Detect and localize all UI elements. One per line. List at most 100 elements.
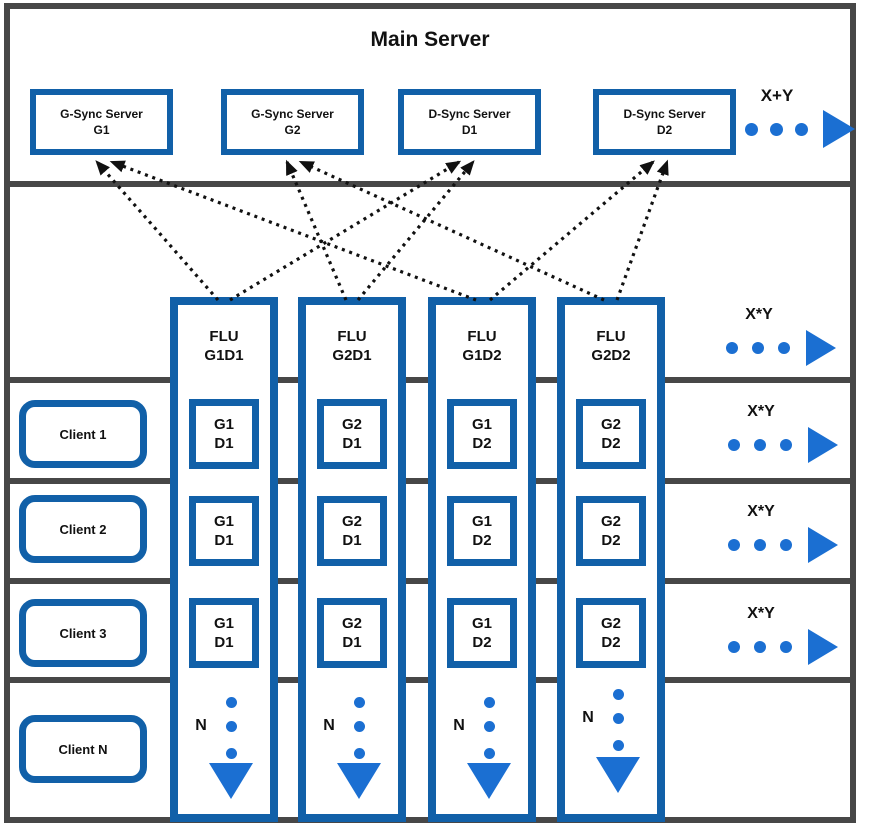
ellipsis-dot-icon: [728, 439, 740, 451]
cell-line1: G1: [213, 416, 234, 433]
cell-line2: D2: [472, 532, 492, 549]
flu-cell: G1 D1: [189, 598, 259, 668]
flu-cell: G1 D1: [189, 399, 259, 469]
more-servers-indicator: X+Y: [745, 86, 855, 148]
more-row1-indicator: X*Y: [728, 403, 838, 463]
flu-cell: G1 D2: [447, 598, 517, 668]
client-label: Client 2: [59, 521, 107, 537]
cell-line2: D1: [214, 435, 234, 452]
server-box-g2: G-Sync Server G2: [221, 89, 364, 155]
more-row2-indicator: X*Y: [728, 503, 838, 563]
ellipsis-dot-icon: [484, 697, 495, 708]
cell-line2: D2: [472, 634, 492, 651]
flu-cell: G2 D2: [576, 399, 646, 469]
n-more-label: N: [453, 717, 465, 734]
more-flu-label: X*Y: [745, 306, 773, 323]
main-server-title: Main Server: [370, 28, 490, 51]
flu-cell: G2 D2: [576, 598, 646, 668]
ellipsis-dot-icon: [613, 689, 624, 700]
flu-column-g1d1: FLU G1D1 G1 D1 G1 D1 G1 D1 N: [170, 297, 278, 822]
arrow-right-icon: [808, 527, 838, 563]
flu-title-line1: FLU: [209, 328, 239, 345]
more-row1-label: X*Y: [747, 403, 775, 420]
flu-title-line2: G2D1: [332, 347, 372, 364]
cell-line2: D2: [601, 634, 621, 651]
more-row2-label: X*Y: [747, 503, 775, 520]
ellipsis-dot-icon: [728, 641, 740, 653]
flu-column-title: FLU G2D2: [565, 327, 657, 365]
cell-line2: D1: [342, 532, 362, 549]
flu-title-line1: FLU: [337, 328, 367, 345]
ellipsis-arrow-right: [728, 527, 838, 563]
cell-line2: D1: [342, 435, 362, 452]
ellipsis-dot-icon: [728, 539, 740, 551]
ellipsis-dot-icon: [226, 721, 237, 732]
band-separator: [4, 181, 856, 187]
cell-line1: G1: [471, 416, 492, 433]
arrow-down-icon: [467, 763, 511, 799]
flu-column-title: FLU G1D2: [436, 327, 528, 365]
ellipsis-dot-icon: [354, 721, 365, 732]
more-servers-label: X+Y: [760, 86, 794, 105]
more-row3-label: X*Y: [747, 605, 775, 622]
cell-line1: G2: [341, 615, 362, 632]
flu-title-line2: G1D2: [462, 347, 502, 364]
cell-line2: D1: [214, 532, 234, 549]
n-more-label: N: [582, 709, 594, 726]
flu-cell: G2 D1: [317, 399, 387, 469]
ellipsis-dot-icon: [726, 342, 738, 354]
flu-title-line1: FLU: [467, 328, 497, 345]
ellipsis-dot-icon: [752, 342, 764, 354]
ellipsis-dot-icon: [754, 439, 766, 451]
cell-line1: G1: [213, 615, 234, 632]
server-id: G2: [284, 123, 301, 137]
cell-line1: G1: [471, 513, 492, 530]
n-more-label: N: [195, 717, 207, 734]
server-id: G1: [93, 123, 110, 137]
arrow-right-icon: [808, 629, 838, 665]
client-label: Client 1: [59, 426, 107, 442]
flu-cell: G2 D1: [317, 598, 387, 668]
flu-column-title: FLU G1D1: [178, 327, 270, 365]
ellipsis-dot-icon: [354, 748, 365, 759]
cell-line1: G2: [600, 416, 621, 433]
ellipsis-dot-icon: [770, 122, 783, 136]
flu-title-line2: G1D1: [204, 347, 244, 364]
client-box-3: Client 3: [19, 599, 147, 667]
client-label: Client N: [58, 741, 108, 757]
cell-line1: G2: [341, 513, 362, 530]
server-box-d1: D-Sync Server D1: [398, 89, 541, 155]
flu-title-line2: G2D2: [591, 347, 631, 364]
arrow-down-icon: [209, 763, 253, 799]
arrow-down-icon: [337, 763, 381, 799]
cell-line1: G2: [600, 513, 621, 530]
ellipsis-arrow-right: [728, 629, 838, 665]
arrow-right-icon: [806, 330, 836, 366]
client-box-n: Client N: [19, 715, 147, 783]
ellipsis-dot-icon: [613, 713, 624, 724]
flu-cell: G1 D2: [447, 399, 517, 469]
ellipsis-dot-icon: [745, 122, 758, 136]
ellipsis-dot-icon: [354, 697, 365, 708]
ellipsis-dot-icon: [613, 740, 624, 751]
server-name: D-Sync Server: [623, 107, 706, 121]
server-box-d2: D-Sync Server D2: [593, 89, 736, 155]
ellipsis-dot-icon: [780, 539, 792, 551]
ellipsis-dot-icon: [780, 439, 792, 451]
client-box-1: Client 1: [19, 400, 147, 468]
ellipsis-dot-icon: [754, 641, 766, 653]
ellipsis-arrow-right: [728, 427, 838, 463]
ellipsis-dot-icon: [226, 697, 237, 708]
server-name: G-Sync Server: [60, 107, 143, 121]
cell-line1: G2: [341, 416, 362, 433]
flu-title-line1: FLU: [596, 328, 626, 345]
arrow-down-icon: [596, 757, 640, 793]
cell-line2: D1: [214, 634, 234, 651]
flu-column-g1d2: FLU G1D2 G1 D2 G1 D2 G1 D2 N: [428, 297, 536, 822]
flu-cell: G2 D2: [576, 496, 646, 566]
more-flu-indicator: X*Y: [726, 306, 836, 366]
ellipsis-arrow-right: [726, 330, 836, 366]
ellipsis-dot-icon: [484, 748, 495, 759]
ellipsis-dot-icon: [484, 721, 495, 732]
n-more-label: N: [323, 717, 335, 734]
